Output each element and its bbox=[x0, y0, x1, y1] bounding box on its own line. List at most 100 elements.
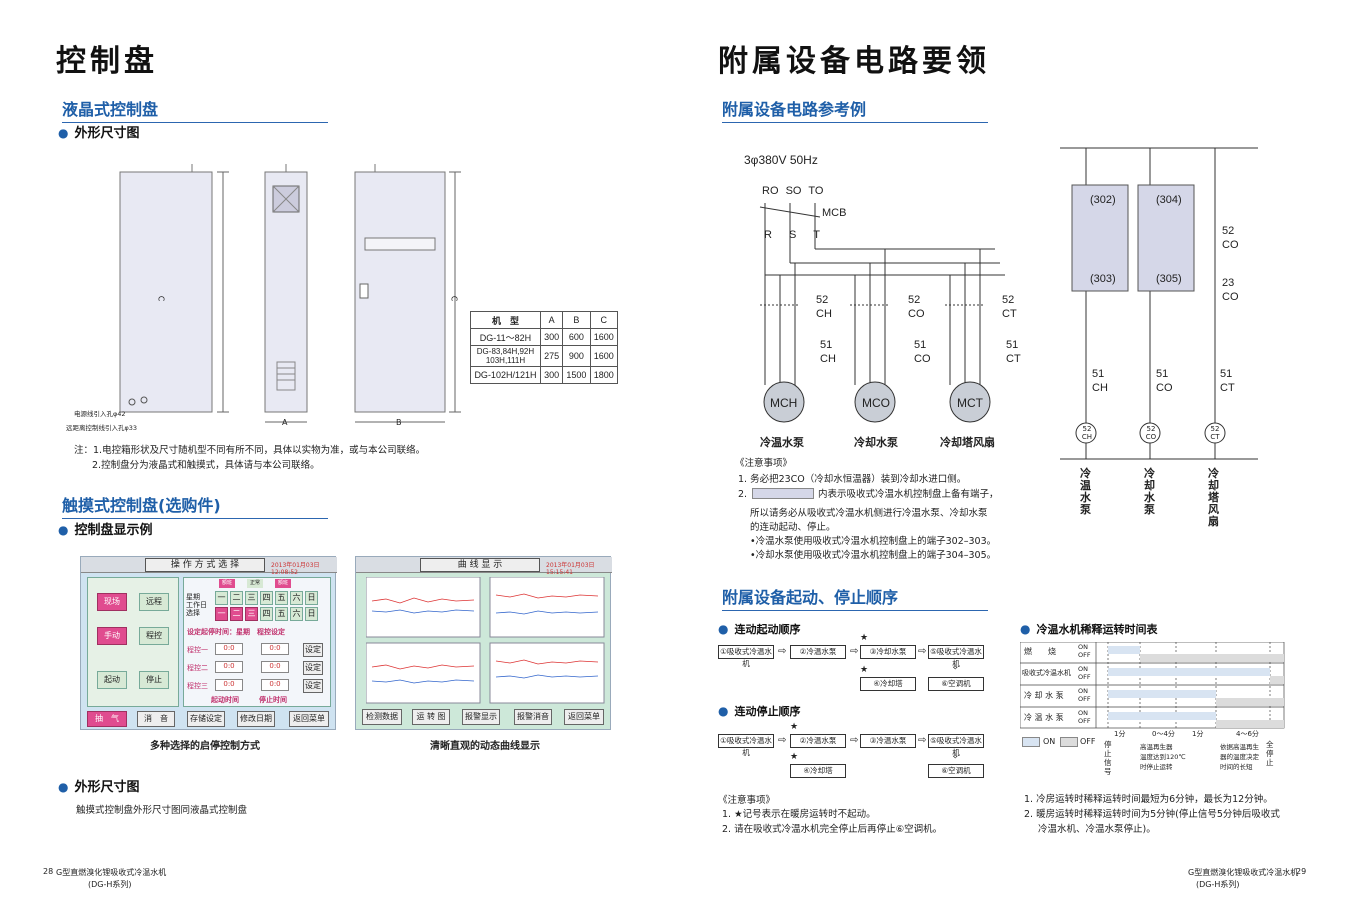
footer-page-right: 29 bbox=[1296, 867, 1307, 876]
arrow-icon: ⇨ bbox=[778, 646, 787, 657]
day-button[interactable]: 二 bbox=[230, 591, 243, 605]
motor-label: MCO bbox=[862, 396, 890, 410]
time-field[interactable]: 0:0 bbox=[261, 679, 289, 691]
set-button[interactable]: 设定 bbox=[303, 679, 323, 693]
relay-label: 51 CT bbox=[1006, 339, 1021, 365]
on-label: ON bbox=[1078, 665, 1088, 673]
day-button[interactable]: 五 bbox=[275, 607, 288, 621]
span-label: 0～4分 bbox=[1152, 730, 1175, 738]
power-circuit bbox=[759, 203, 1005, 423]
ctrl-relay: 51 CH bbox=[1092, 368, 1108, 394]
btn-run-chart[interactable]: 运 转 图 bbox=[412, 709, 450, 725]
day-button[interactable]: 三 bbox=[245, 591, 258, 605]
dim-b: B bbox=[396, 418, 402, 427]
screen1-title: 操 作 方 式 选 择 bbox=[145, 558, 265, 572]
table-header: A bbox=[539, 311, 564, 329]
foot-label: 起动时间 bbox=[211, 696, 239, 704]
flow-box: ①吸收式冷温水机 bbox=[718, 645, 774, 668]
time-field[interactable]: 0:0 bbox=[215, 679, 243, 691]
cabinet-drawings bbox=[119, 164, 461, 423]
arrow-icon: ⇨ bbox=[778, 735, 787, 746]
phase-label: S bbox=[789, 229, 797, 241]
btn-manual[interactable]: 手动 bbox=[97, 627, 127, 645]
phase-label: RO bbox=[762, 185, 779, 197]
timing-row: 吸收式冷温水机 bbox=[1022, 669, 1071, 677]
circuit-note: 内表示吸收式冷温水机控制盘上备有端子， bbox=[818, 489, 999, 500]
ctrl-coil: 52 CH bbox=[1081, 425, 1093, 441]
terminal: (302) bbox=[1090, 194, 1116, 206]
set-button[interactable]: 设定 bbox=[303, 643, 323, 657]
foot-label: 停止时间 bbox=[259, 696, 287, 704]
time-field[interactable]: 0:0 bbox=[261, 661, 289, 673]
btn-menu[interactable]: 返回菜单 bbox=[564, 709, 604, 725]
relay-label: 51 CH bbox=[820, 339, 836, 365]
flow-box: ④冷却塔 bbox=[860, 677, 916, 691]
day-button[interactable]: 四 bbox=[260, 591, 273, 605]
btn-edit-date[interactable]: 修改日期 bbox=[237, 711, 275, 727]
day-button[interactable]: 六 bbox=[290, 607, 303, 621]
btn-extract[interactable]: 抽 气 bbox=[87, 711, 127, 727]
flow-box: ②冷温水泵 bbox=[790, 734, 846, 748]
table-cell: 1500 bbox=[562, 366, 591, 384]
legend-off: OFF bbox=[1080, 737, 1096, 746]
page-title-left: 控制盘 bbox=[56, 44, 158, 79]
btn-stop[interactable]: 停止 bbox=[139, 671, 169, 689]
arrow-down-icon: ⇩ bbox=[951, 661, 960, 672]
day-button[interactable]: 二 bbox=[230, 607, 243, 621]
relay-label: 51 CO bbox=[914, 339, 931, 365]
day-button[interactable]: 一 bbox=[215, 591, 228, 605]
day-button[interactable]: 一 bbox=[215, 607, 228, 621]
btn-silence[interactable]: 消 音 bbox=[137, 711, 175, 727]
section-lcd: 液晶式控制盘 bbox=[62, 96, 328, 123]
btn-local[interactable]: 现场 bbox=[97, 593, 127, 611]
btn-alarm-silence[interactable]: 报警消音 bbox=[514, 709, 552, 725]
phase-label: T bbox=[813, 229, 820, 241]
set-button[interactable]: 设定 bbox=[303, 661, 323, 675]
btn-data[interactable]: 检测数据 bbox=[362, 709, 402, 725]
circuit-notes-head: 《注意事项》 bbox=[735, 458, 793, 469]
power-spec: 3φ380V 50Hz bbox=[744, 153, 818, 167]
star-mark: ★ bbox=[860, 633, 869, 643]
time-field[interactable]: 0:0 bbox=[215, 661, 243, 673]
time-field[interactable]: 0:0 bbox=[261, 643, 289, 655]
day-button[interactable]: 日 bbox=[305, 591, 318, 605]
timing-label: 高温再生器 温度达到120℃ 时停止运转 bbox=[1140, 743, 1186, 771]
table-header: C bbox=[589, 311, 619, 329]
timing-label: 停止信号 bbox=[1104, 740, 1112, 776]
arrow-icon: ⇨ bbox=[850, 735, 859, 746]
legend-on-swatch bbox=[1022, 737, 1040, 747]
day-button[interactable]: 五 bbox=[275, 591, 288, 605]
btn-menu[interactable]: 返回菜单 bbox=[289, 711, 329, 727]
day-button[interactable]: 三 bbox=[245, 607, 258, 621]
btn-start[interactable]: 起动 bbox=[97, 671, 127, 689]
btn-alarm-display[interactable]: 报警显示 bbox=[462, 709, 500, 725]
ctrl-vlabel: 冷却水泵 bbox=[1144, 467, 1155, 516]
btn-remote[interactable]: 远程 bbox=[139, 593, 169, 611]
bullet-dim-touch: 外形尺寸图 bbox=[58, 776, 139, 795]
seq-note: 1. ★记号表示在暖房运转时不起动。 bbox=[722, 809, 876, 820]
motor-label: MCH bbox=[770, 396, 798, 410]
day-button[interactable]: 四 bbox=[260, 607, 273, 621]
section-sequence: 附属设备起动、停止顺序 bbox=[722, 584, 988, 611]
day-button[interactable]: 六 bbox=[290, 591, 303, 605]
ctrl-coil: 52 CO bbox=[1145, 425, 1157, 441]
terminal: (304) bbox=[1156, 194, 1182, 206]
day-button[interactable]: 日 bbox=[305, 607, 318, 621]
ctrl-contact: 23 CO bbox=[1222, 277, 1239, 303]
table-cell: 1800 bbox=[589, 366, 619, 384]
contactor-label: 52 CO bbox=[908, 294, 925, 320]
cable-label-power: 电源线引入孔φ42 bbox=[74, 410, 126, 418]
btn-save[interactable]: 存储设定 bbox=[187, 711, 225, 727]
btn-program[interactable]: 程控 bbox=[139, 627, 169, 645]
off-label: OFF bbox=[1078, 717, 1091, 725]
arrow-icon: ⇨ bbox=[850, 646, 859, 657]
timing-row: 燃 烧 bbox=[1024, 647, 1056, 656]
screen2-caption: 清晰直观的动态曲线显示 bbox=[430, 741, 540, 752]
time-field[interactable]: 0:0 bbox=[215, 643, 243, 655]
terminal: (303) bbox=[1090, 273, 1116, 285]
pump-label: 冷却水泵 bbox=[854, 436, 898, 449]
pump-label: 冷却塔风扇 bbox=[940, 436, 995, 449]
dim-c-2: C bbox=[449, 295, 459, 302]
